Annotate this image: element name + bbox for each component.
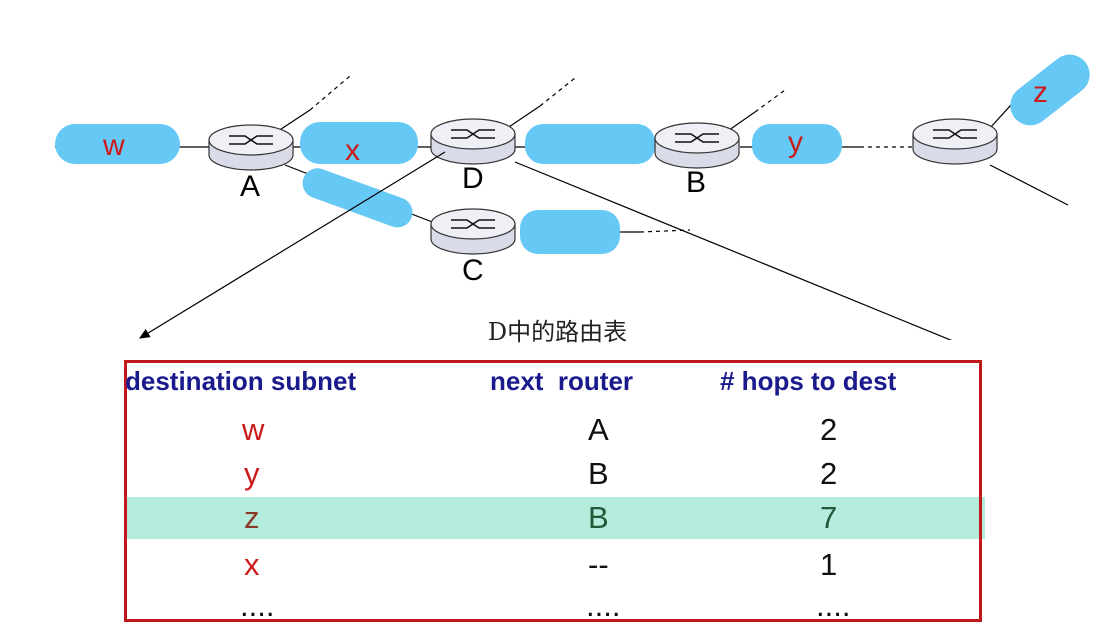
router-D [430, 118, 516, 165]
arrow-to-table-right [514, 161, 953, 340]
subnet-label-w: w [102, 129, 125, 162]
subnet-blob-x [300, 122, 418, 164]
cell-hops: 1 [820, 547, 838, 582]
subnet-blob-c [520, 210, 620, 254]
router-B [654, 122, 740, 169]
header-destination: destination subnet [125, 366, 357, 396]
subnet-label-x: x [345, 134, 360, 167]
subnet-label-y: y [788, 126, 803, 159]
cell-next: B [588, 500, 609, 535]
cell-hops: 2 [820, 456, 838, 491]
cell-dest: w [242, 412, 265, 447]
cell-hops: 2 [820, 412, 838, 447]
router-label-C: C [462, 254, 484, 287]
subnet-blob-w [55, 124, 180, 164]
router-label-D: D [462, 162, 484, 195]
router-E [912, 118, 998, 165]
subnet-label-z: z [1033, 76, 1048, 109]
router-label-B: B [686, 166, 706, 199]
highlight-row [127, 497, 985, 539]
subnet-blob-z [1010, 54, 1090, 126]
subnet-blob-y [752, 124, 842, 164]
subnet-blob-a-c [302, 168, 413, 228]
cell-hops: .... [816, 588, 851, 623]
table-title: D中的路由表 [487, 318, 628, 346]
cell-dest: .... [240, 588, 275, 623]
routing-table [124, 360, 982, 622]
cell-next: B [588, 456, 609, 491]
cell-dest: y [244, 456, 260, 491]
router-C [430, 208, 516, 255]
cell-dest: x [244, 547, 260, 582]
router-A [208, 124, 294, 171]
subnet-blobs [55, 54, 1090, 254]
arrow-to-table-left [138, 151, 446, 339]
cell-dest: z [244, 500, 260, 535]
network-diagram: A D B C w x y z [55, 54, 1090, 340]
cell-next: -- [588, 547, 609, 582]
cell-next: A [588, 412, 609, 447]
header-hops: # hops to dest [720, 366, 897, 396]
cell-hops: 7 [820, 500, 838, 535]
cell-next: .... [586, 588, 621, 623]
subnet-blob-d-b [525, 124, 655, 164]
header-next-router: next router [490, 366, 634, 396]
router-label-A: A [240, 170, 260, 203]
